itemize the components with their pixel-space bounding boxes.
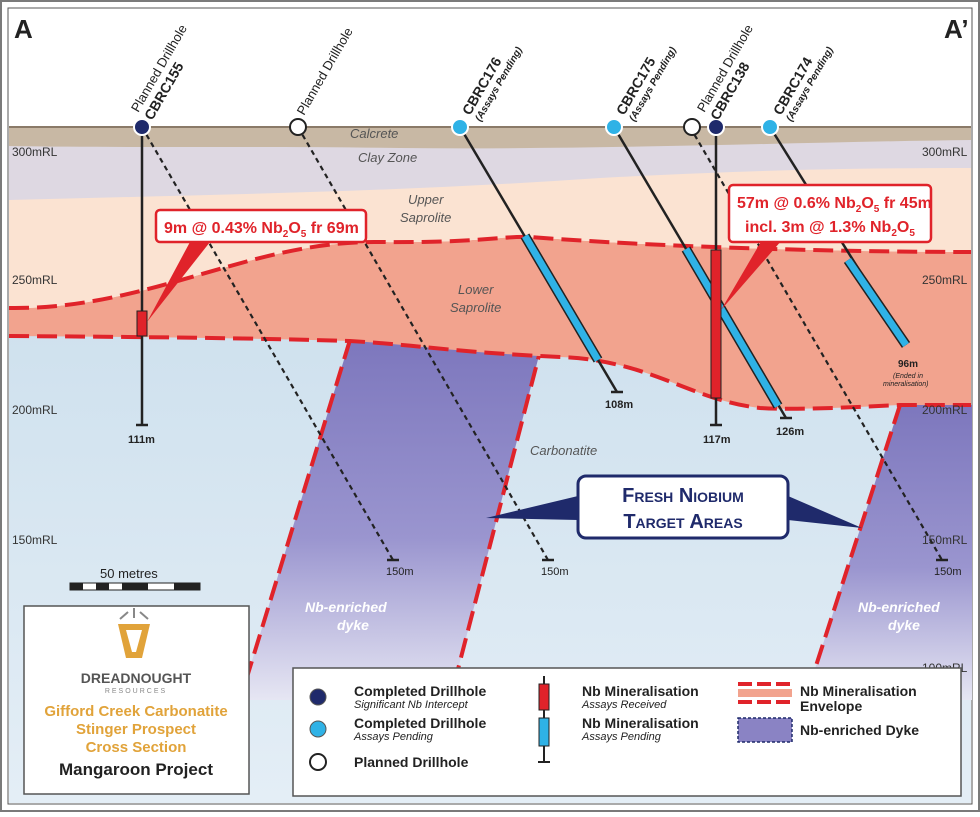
envelope-bottom: [8, 334, 971, 411]
legend-envelope: Nb Mineralisation: [800, 683, 917, 699]
dyke-left-envelope-e: [448, 339, 545, 701]
section-end-label: A’: [944, 14, 969, 44]
interval-cbrc138: [710, 249, 722, 399]
callout-pointer-left: [147, 242, 210, 322]
target-text-1: Fresh Niobium: [622, 485, 744, 507]
legend-icon-min-pending: [538, 717, 550, 747]
dyke-left: [240, 340, 543, 700]
legend-dyke: Nb-enriched Dyke: [800, 722, 919, 738]
interval-cbrc155: [136, 310, 148, 337]
depth-note-cbrc174: (Ended in: [893, 373, 923, 380]
layer-label-upper-saprolite: Saprolite: [400, 210, 451, 225]
envelope-top: [8, 234, 972, 311]
elevation-label: 300mRL: [12, 145, 58, 159]
trace-planned-1: [297, 126, 549, 561]
legend-min-received-sub: Assays Received: [581, 699, 667, 711]
interval-cbrc176: [521, 234, 602, 362]
legend-panel: [292, 667, 962, 797]
layer-label-calcrete: Calcrete: [350, 126, 398, 141]
elevation-label: 150mRL: [12, 533, 58, 547]
layer-label-lower-saprolite: Saprolite: [450, 300, 501, 315]
target-text-2: Target Areas: [623, 511, 742, 533]
legend-min-pending: Nb Mineralisation: [582, 715, 699, 731]
logo-company-name: DREADNOUGHT: [81, 670, 192, 686]
interval-cbrc174: [845, 258, 909, 347]
collar-cbrc138: [707, 118, 725, 136]
depth-note-cbrc174: mineralisation): [883, 381, 929, 388]
project-name: Mangaroon Project: [59, 760, 213, 779]
company-logo: [118, 608, 150, 658]
dyke-label-left: Nb-enriched: [305, 599, 387, 615]
calcrete-layer: [9, 127, 971, 149]
depth-label-cbrc155: 111m: [128, 434, 155, 446]
elevation-label: 200mRL: [12, 403, 58, 417]
legend-min-pending-sub: Assays Pending: [581, 731, 662, 743]
collar-cbrc175: [605, 118, 623, 136]
collar-cbrc174: [761, 118, 779, 136]
elevation-label: 250mRL: [12, 273, 58, 287]
title-line-3: Cross Section: [86, 739, 187, 756]
elevation-label: 150mRL: [922, 533, 968, 547]
depth-label-planned: 150m: [541, 566, 569, 578]
layer-label-clay: Clay Zone: [358, 150, 417, 165]
dyke-label-right: Nb-enriched: [858, 599, 940, 615]
collar-cbrc155: [133, 118, 151, 136]
layer-label-carbonatite: Carbonatite: [530, 443, 597, 458]
legend-icon-completed-pend: [309, 720, 327, 738]
callout-pointer-right: [721, 240, 782, 310]
section-start-label: A: [14, 14, 33, 44]
title-line-2: Stinger Prospect: [76, 721, 196, 738]
depth-label-planned: 150m: [934, 566, 962, 578]
callout-box-left: [154, 208, 368, 244]
legend-planned: Planned Drillhole: [354, 754, 469, 770]
target-pointer-left: [486, 496, 578, 520]
layer-label-upper-saprolite: Upper: [408, 192, 444, 207]
legend-completed-pend-sub: Assays Pending: [353, 731, 434, 743]
legend-completed-pend: Completed Drillhole: [354, 715, 486, 731]
callout-text-right-2: incl. 3m @ 1.3% Nb2O5: [745, 219, 915, 239]
elevation-label: 300mRL: [922, 145, 968, 159]
legend-icon-envelope: [738, 682, 792, 704]
depth-label-cbrc174: 96m: [898, 359, 918, 370]
legend-icon-min-received: [538, 683, 550, 711]
depth-label-planned: 150m: [386, 566, 414, 578]
scale-bar: [69, 582, 201, 591]
legend-icon-dyke: [737, 717, 793, 743]
elevation-label: 200mRL: [922, 403, 968, 417]
target-box: [576, 474, 790, 540]
depth-label-cbrc175: 126m: [776, 426, 804, 438]
lower-saprolite-layer: [9, 236, 971, 409]
callout-text-left: 9m @ 0.43% Nb2O5 fr 69m: [164, 220, 359, 240]
legend-icon-completed-sig: [309, 688, 327, 706]
dyke-right-envelope-w: [803, 404, 902, 701]
title-line-1: Gifford Creek Carbonatite: [44, 703, 227, 720]
legend-completed-sig: Completed Drillhole: [354, 683, 486, 699]
logo-company-sub: RESOURCES: [105, 688, 167, 695]
callout-text-right-1: 57m @ 0.6% Nb2O5 fr 45m: [737, 195, 932, 215]
dyke-label-right: dyke: [888, 617, 920, 633]
legend-envelope: Envelope: [800, 698, 862, 714]
callout-box-right: [727, 183, 933, 244]
trace-cbrc155-planned: [141, 126, 394, 561]
legend-icon-planned: [309, 753, 327, 771]
legend-min-received: Nb Mineralisation: [582, 683, 699, 699]
dyke-left-envelope-w: [238, 339, 352, 701]
legend-completed-sig-sub: Significant Nb Intercept: [354, 699, 469, 711]
dyke-label-left: dyke: [337, 617, 369, 633]
collar-planned-1: [289, 118, 307, 136]
dyke-right: [805, 405, 972, 700]
collar-cbrc176: [451, 118, 469, 136]
target-pointer-right: [788, 496, 862, 528]
scale-label: 50 metres: [100, 566, 158, 581]
depth-label-cbrc176: 108m: [605, 399, 633, 411]
interval-cbrc175: [682, 247, 782, 408]
collar-planned-2: [683, 118, 701, 136]
elevation-label: 250mRL: [922, 273, 968, 287]
layer-label-lower-saprolite: Lower: [458, 282, 494, 297]
depth-label-cbrc138: 117m: [703, 434, 731, 446]
